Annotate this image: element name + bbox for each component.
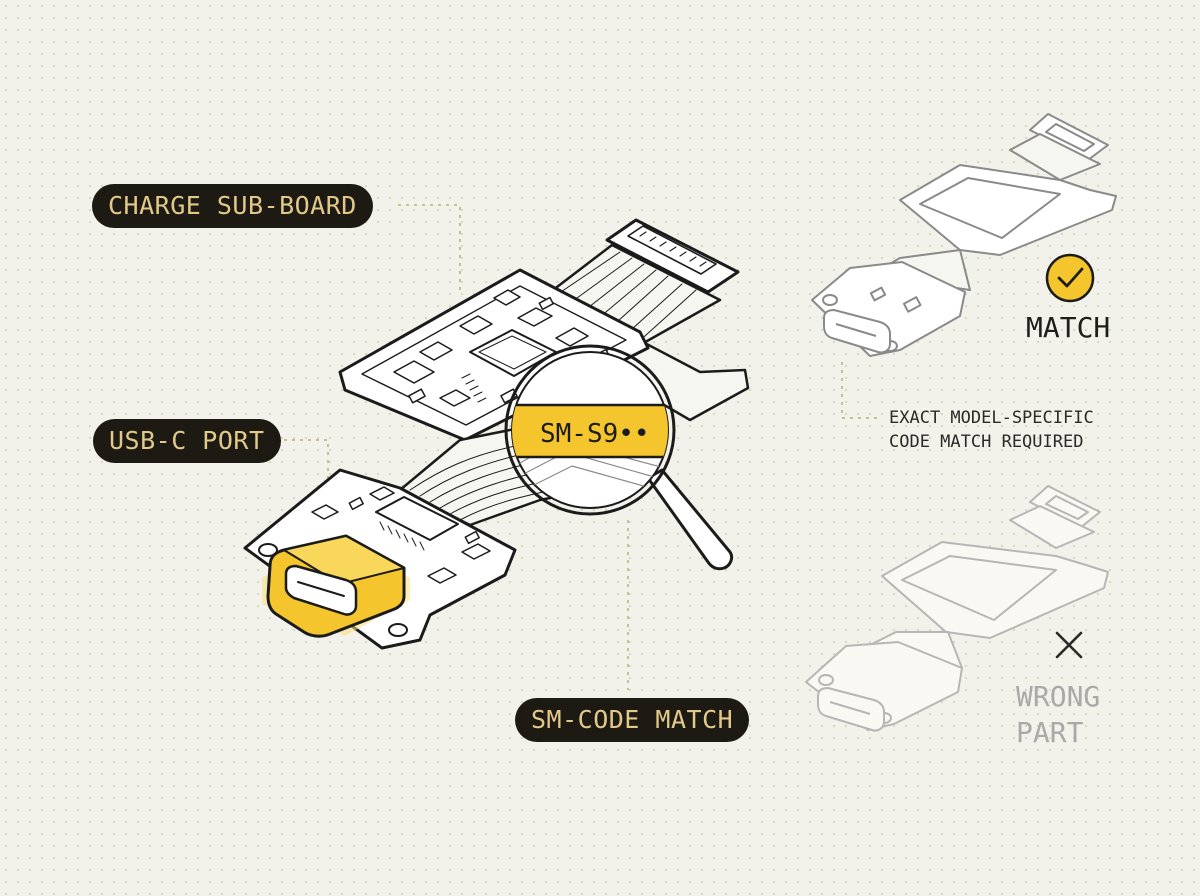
wrong-part-label: WRONG PART — [1016, 679, 1100, 751]
x-mark-icon — [1055, 631, 1083, 659]
mount-hole-left — [258, 543, 278, 557]
top-connector-pins — [639, 231, 707, 267]
callout-usb-c-port: USB-C PORT — [93, 419, 281, 463]
match-status-label: MATCH — [1026, 311, 1111, 344]
usb-board-chip — [375, 496, 459, 541]
wrong-part-line2: PART — [1016, 716, 1084, 749]
sub-board-components — [393, 289, 610, 407]
top-connector-slot — [627, 225, 717, 275]
check-circle-icon — [1045, 253, 1095, 303]
usb-board-components — [311, 486, 491, 584]
match-note-line1: EXACT MODEL-SPECIFIC — [889, 408, 1094, 428]
usb-board-chip-pins — [379, 521, 425, 551]
top-connector — [605, 218, 740, 294]
sub-board-chip-pins — [461, 373, 487, 403]
leader-note — [841, 362, 880, 419]
match-note-line2: CODE MATCH REQUIRED — [889, 432, 1084, 452]
callout-sm-code-match: SM-CODE MATCH — [515, 698, 750, 742]
match-note: EXACT MODEL-SPECIFIC CODE MATCH REQUIRED — [889, 406, 1094, 454]
match-part-drawing — [811, 113, 1117, 357]
magnifier-code-text: SM-S9•• — [540, 419, 650, 449]
magnifying-glass-icon — [504, 344, 734, 571]
usb-c-port-opening — [284, 564, 358, 616]
wrong-part-drawing — [805, 485, 1109, 732]
callout-charge-sub-board: CHARGE SUB-BOARD — [92, 184, 373, 228]
mount-hole-right — [388, 623, 408, 637]
wrong-part-line1: WRONG — [1016, 680, 1101, 713]
sub-board-inner-outline — [361, 285, 627, 426]
magnifier-handle — [646, 468, 734, 571]
leader-charge-sub-board — [398, 204, 461, 290]
